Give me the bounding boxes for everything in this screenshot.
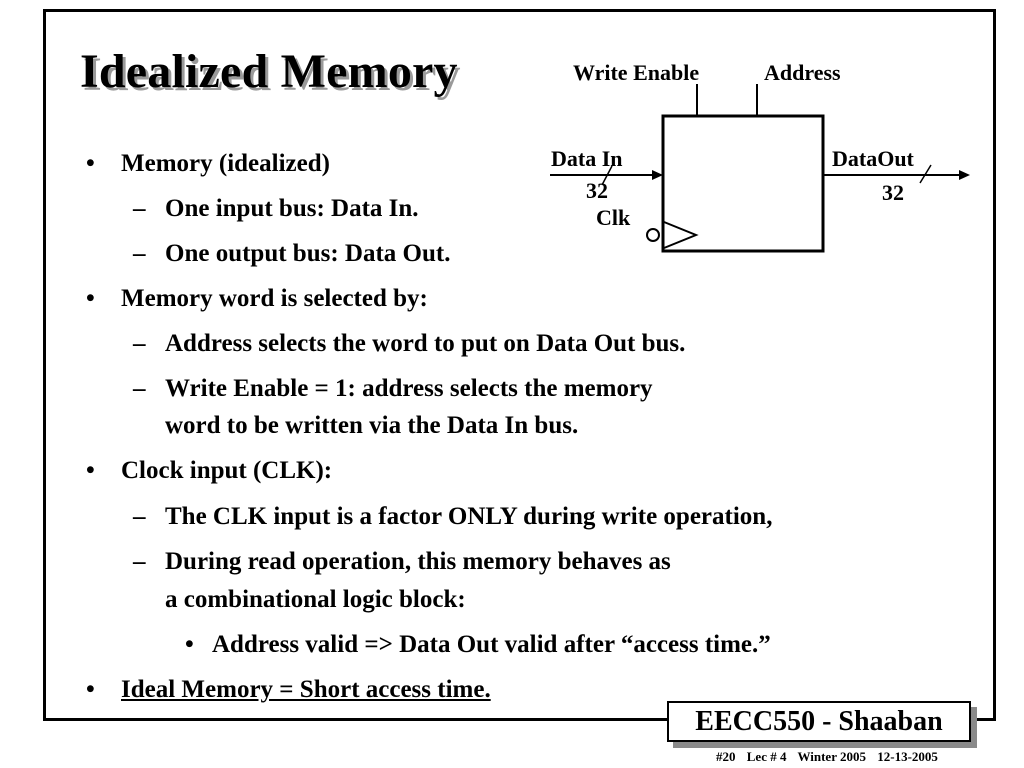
bullet-marker: •: [185, 631, 194, 658]
bullet-text: One output bus: Data Out.: [165, 240, 451, 267]
bullet-text: Memory (idealized): [121, 150, 330, 177]
data-in-label: Data In: [551, 146, 623, 171]
bullet-6: – Write Enable = 1: address selects the …: [133, 374, 653, 404]
bullet-9: – During read operation, this memory beh…: [133, 547, 671, 577]
footer-lecture: Lec # 4: [746, 749, 787, 764]
bullet-marker: •: [86, 285, 95, 312]
clk-label: Clk: [596, 205, 631, 230]
bullet-marker: –: [133, 195, 146, 222]
memory-block: [661, 114, 825, 253]
footer-slide-number: #20: [716, 749, 736, 764]
bullet-2: – One input bus: Data In.: [133, 194, 419, 224]
footer-term: Winter 2005: [797, 749, 866, 764]
data-out-width-slash: [919, 164, 932, 184]
bullet-text: Write Enable = 1: address selects the me…: [165, 375, 653, 402]
bullet-marker: •: [86, 676, 95, 703]
bullet-marker: –: [133, 330, 146, 357]
bullet-8: – The CLK input is a factor ONLY during …: [133, 502, 772, 532]
data-in-arrowhead: [652, 170, 663, 180]
bullet-text: Address selects the word to put on Data …: [165, 330, 686, 357]
slide-title: Idealized Memory: [80, 45, 458, 98]
bullet-marker: –: [133, 548, 146, 575]
bullet-7: • Clock input (CLK):: [86, 456, 332, 486]
bullet-text: The CLK input is a factor ONLY during wr…: [165, 503, 773, 530]
data-out-label: DataOut: [832, 146, 915, 171]
course-badge: EECC550 - Shaaban: [667, 701, 971, 742]
bullet-marker: •: [86, 457, 95, 484]
bullet-marker: –: [133, 375, 146, 402]
address-label: Address: [764, 60, 841, 85]
bullet-11: • Ideal Memory = Short access time.: [86, 675, 491, 705]
bullet-10: • Address valid => Data Out valid after …: [185, 630, 771, 660]
bullet-4: • Memory word is selected by:: [86, 284, 428, 314]
bullet-marker: •: [86, 150, 95, 177]
bullet-text: One input bus: Data In.: [165, 195, 419, 222]
slide-footer: #20 Lec # 4 Winter 2005 12-13-2005: [716, 749, 946, 765]
bullet-6-continuation: word to be written via the Data In bus.: [165, 412, 579, 439]
footer-date: 12-13-2005: [877, 749, 938, 764]
bullet-text: Memory word is selected by:: [121, 285, 428, 312]
bullet-text: Ideal Memory = Short access time.: [121, 676, 491, 703]
data-out-arrowhead: [959, 170, 970, 180]
bullet-text: During read operation, this memory behav…: [165, 548, 671, 575]
bullet-text: Address valid => Data Out valid after “a…: [212, 631, 771, 658]
data-in-width-label: 32: [586, 178, 608, 203]
clock-triangle: [663, 221, 699, 249]
data-out-width-label: 32: [882, 180, 904, 205]
bullet-1: • Memory (idealized): [86, 149, 330, 179]
bullet-marker: –: [133, 503, 146, 530]
bullet-5: – Address selects the word to put on Dat…: [133, 329, 685, 359]
write-enable-label: Write Enable: [573, 60, 699, 85]
clk-inversion-bubble: [646, 228, 660, 242]
bullet-text: Clock input (CLK):: [121, 457, 333, 484]
data-in-width-slash: [601, 165, 613, 186]
bullet-marker: –: [133, 240, 146, 267]
bullet-3: – One output bus: Data Out.: [133, 239, 450, 269]
bullet-9-continuation: a combinational logic block:: [165, 586, 466, 613]
slide-frame: [43, 9, 996, 721]
